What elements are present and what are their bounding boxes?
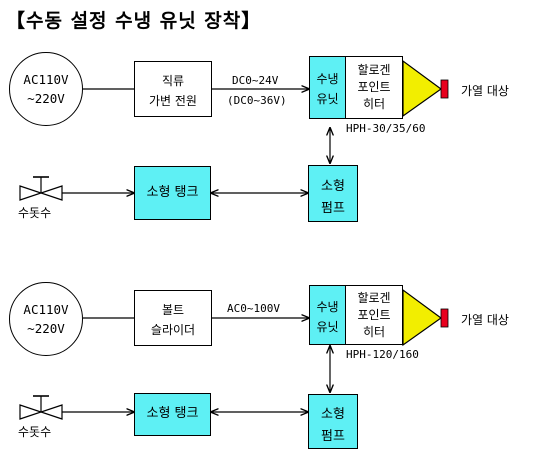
page-title: 【수동 설정 수냉 유닛 장착】	[6, 10, 262, 32]
tap-water-label-1: 수돗수	[18, 206, 52, 220]
supply-line1: 직류	[161, 74, 185, 88]
heater-model-2: HPH-120/160	[346, 348, 419, 361]
heater-model-1: HPH-30/35/60	[346, 122, 426, 135]
heat-target-2	[440, 308, 449, 328]
power-source-line2: ~220V	[27, 91, 65, 106]
pump-line2: 펌프	[321, 201, 345, 216]
heat-target-label-1: 가열 대상	[461, 84, 509, 98]
pump-line1: 소형	[321, 407, 345, 422]
heater-line3: 히터	[362, 97, 386, 111]
heater-line3: 히터	[362, 325, 386, 339]
heater-cone-2	[402, 288, 443, 347]
voltage-label-2: AC0~100V	[227, 302, 280, 315]
power-source-1: AC110V ~220V	[9, 52, 83, 126]
power-source-line2: ~220V	[27, 321, 65, 336]
unit-line1: 수냉	[316, 300, 339, 314]
dc-variable-supply: 직류 가변 전원	[134, 61, 212, 117]
unit-line2: 유닛	[316, 320, 339, 334]
small-pump-2: 소형 펌프	[308, 394, 358, 449]
power-source-2: AC110V ~220V	[9, 282, 83, 356]
heat-target-1	[440, 79, 449, 99]
pump-line2: 펌프	[321, 429, 345, 444]
tap-water-label-2: 수돗수	[18, 425, 52, 439]
heater-line1: 할로겐	[357, 63, 391, 77]
heater-cone-1	[402, 59, 443, 118]
power-source-line1: AC110V	[23, 302, 69, 317]
halogen-heater-1: 할로겐 포인트 히터	[345, 56, 403, 119]
small-pump-1: 소형 펌프	[308, 165, 358, 222]
voltage-label-1: DC0~24V	[232, 74, 279, 87]
heat-target-label-2: 가열 대상	[461, 313, 509, 327]
supply-line2: 슬라이더	[150, 323, 196, 337]
supply-line2: 가변 전원	[149, 94, 197, 108]
voltage-label-1b: (DC0~36V)	[227, 94, 287, 107]
tank-label: 소형 탱크	[146, 406, 199, 421]
small-tank-1: 소형 탱크	[134, 166, 211, 220]
unit-line1: 수냉	[316, 72, 339, 86]
water-cooling-unit-2: 수냉 유닛	[309, 285, 346, 345]
pump-line1: 소형	[321, 179, 345, 194]
valve-icon-1	[19, 176, 63, 201]
power-source-line1: AC110V	[23, 72, 69, 87]
water-cooling-unit-1: 수냉 유닛	[309, 56, 346, 119]
voltage-slider: 볼트 슬라이더	[134, 290, 212, 346]
supply-line1: 볼트	[161, 303, 185, 317]
heater-line2: 포인트	[357, 80, 391, 94]
heater-line1: 할로겐	[357, 291, 391, 305]
halogen-heater-2: 할로겐 포인트 히터	[345, 285, 403, 345]
unit-line2: 유닛	[316, 92, 339, 106]
heater-line2: 포인트	[357, 308, 391, 322]
valve-icon-2	[19, 395, 63, 420]
small-tank-2: 소형 탱크	[134, 393, 211, 436]
tank-label: 소형 탱크	[146, 185, 199, 200]
